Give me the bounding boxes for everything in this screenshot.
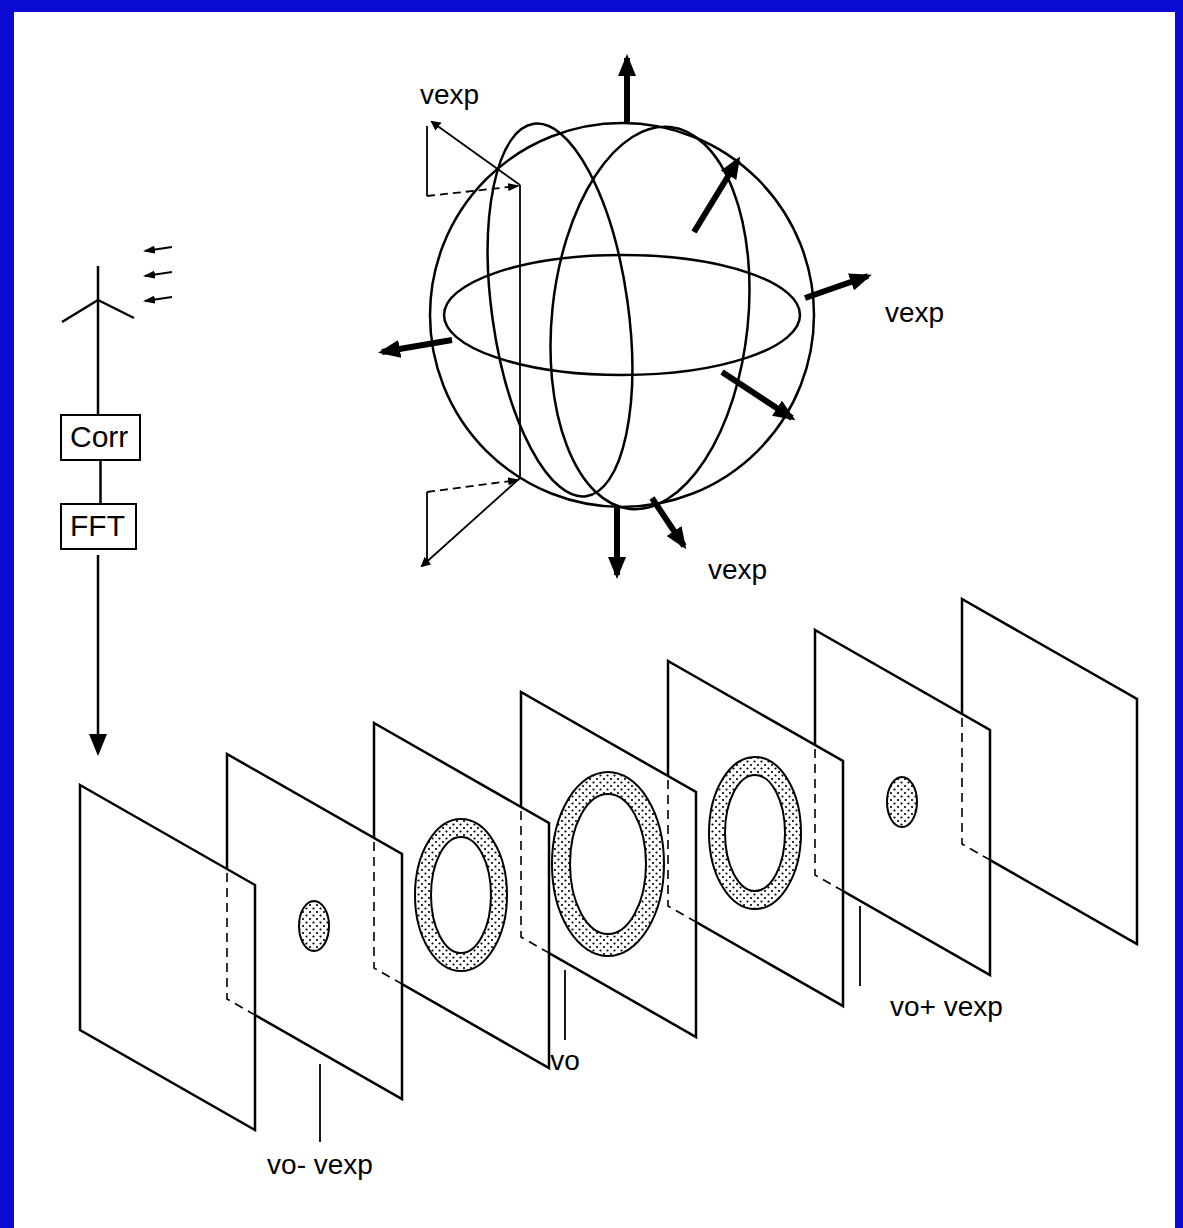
emission-ring xyxy=(887,777,917,827)
hidden-edge xyxy=(521,692,696,1037)
process-box: FFT xyxy=(60,503,137,550)
hidden-edge xyxy=(815,630,990,975)
hidden-edge xyxy=(962,599,1137,944)
velocity-label: vexp xyxy=(708,555,767,586)
signal-connector xyxy=(99,461,102,503)
box-text: Corr xyxy=(70,420,131,453)
hidden-edge xyxy=(668,661,843,1006)
emission-ring xyxy=(709,757,801,909)
velocity-label: vo xyxy=(550,1046,580,1077)
emission-ring xyxy=(299,901,329,951)
hidden-edge xyxy=(227,754,402,1099)
velocity-label: vexp xyxy=(420,80,479,111)
velocity-label: vo+ vexp xyxy=(890,992,1003,1023)
frequency-plane xyxy=(80,785,255,1130)
process-box: Corr xyxy=(60,414,141,461)
velocity-label: vo- vexp xyxy=(267,1150,373,1181)
emission-ring xyxy=(415,819,507,971)
box-text: FFT xyxy=(70,509,127,542)
emission-ring xyxy=(552,772,664,956)
velocity-label: vexp xyxy=(885,298,944,329)
hidden-edge xyxy=(374,723,549,1068)
